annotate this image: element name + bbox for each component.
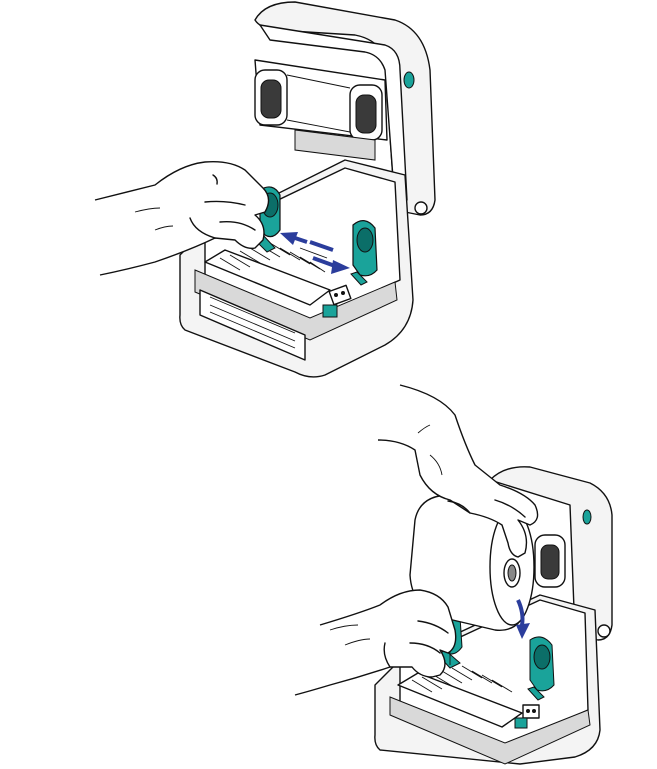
- hand-icon: [294, 589, 457, 696]
- hand-icon: [377, 384, 539, 558]
- printer-icon: [294, 384, 613, 765]
- roll-holder-right: [527, 636, 555, 701]
- printer-cover: [489, 466, 613, 641]
- double-arrow-icon: [280, 232, 350, 274]
- printer-icon: [94, 1, 436, 378]
- platen-grill: [397, 665, 523, 728]
- step-2-insert-media-roll: [290, 384, 657, 765]
- hand-icon: [94, 160, 270, 276]
- roll-holder-right: [350, 220, 378, 286]
- down-arrow-icon: [516, 599, 530, 639]
- platen-grill: [204, 242, 331, 306]
- ribbon-mechanism: [254, 59, 388, 161]
- step-1-open-roll-holders: [94, 0, 436, 380]
- media-roll-icon: [409, 494, 535, 665]
- ribbon-mechanism: [534, 534, 566, 588]
